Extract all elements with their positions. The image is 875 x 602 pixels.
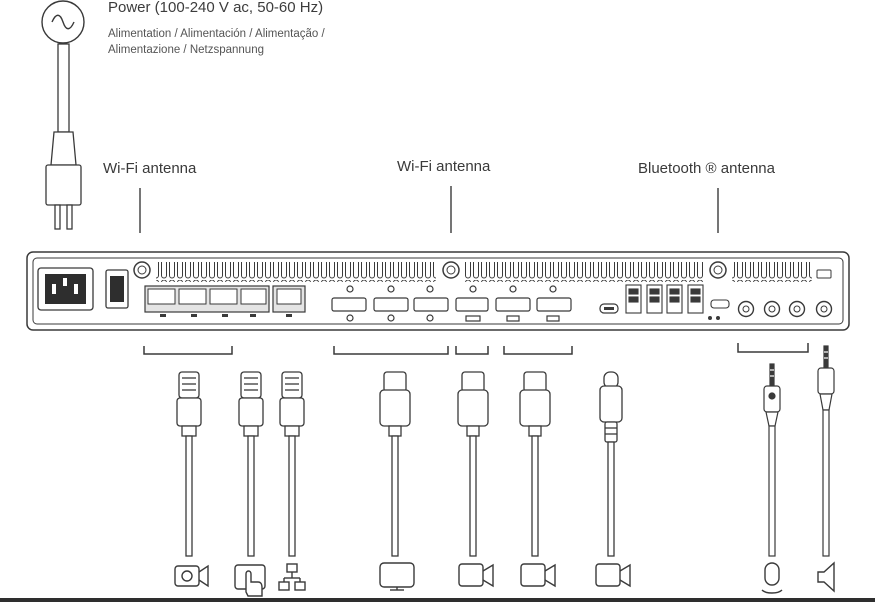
network-icon [278, 563, 306, 591]
power-title: Power (100-240 V ac, 50-60 Hz) [108, 0, 324, 16]
audio-cable-speaker [817, 345, 835, 557]
microphone-icon [761, 562, 783, 594]
hdmi-cable-display [379, 371, 411, 557]
hdmi-output-ports [331, 285, 449, 322]
connection-brackets [143, 343, 809, 355]
wifi-antenna-center-label: Wi-Fi antenna [397, 158, 491, 175]
hdmi-input-ports [455, 285, 572, 322]
camera-icon [174, 564, 209, 588]
usb-a-ports [625, 284, 704, 314]
power-switch [105, 269, 129, 309]
audio-cable-microphone [763, 363, 781, 557]
ethernet-cable-network [279, 371, 305, 557]
bottom-rule [0, 598, 875, 602]
touch-controller-icon [234, 564, 266, 597]
hdmi-cable-camera-2 [519, 371, 551, 557]
speaker-icon [817, 561, 835, 593]
power-subtitle-line1: Alimentation / Alimentación / Alimentaçã… [108, 28, 325, 40]
antenna-connector-2 [442, 261, 460, 279]
bluetooth-antenna-label: Bluetooth ® antenna [638, 160, 775, 177]
antenna-connector-1 [133, 261, 151, 279]
camera-icon [458, 563, 494, 588]
power-subtitle-line2: Alimentazione / Netzspannung [108, 44, 264, 56]
wifi-antenna-left-label: Wi-Fi antenna [103, 160, 197, 177]
usb-c-cable-camera [599, 371, 623, 557]
ethernet-ports [144, 285, 306, 317]
usb-c-port [599, 303, 619, 314]
audio-jacks [737, 269, 833, 318]
power-icon [41, 0, 85, 44]
power-inlet [37, 267, 94, 311]
display-icon [379, 562, 415, 591]
camera-icon [595, 563, 631, 588]
codec-device [26, 251, 850, 331]
service-port [708, 299, 730, 320]
ethernet-cable-touch-controller [238, 371, 264, 557]
ethernet-cable-camera [176, 371, 202, 557]
power-cord [45, 43, 82, 230]
camera-icon [520, 563, 556, 588]
antenna-connector-3 [709, 261, 727, 279]
hdmi-cable-camera [457, 371, 489, 557]
